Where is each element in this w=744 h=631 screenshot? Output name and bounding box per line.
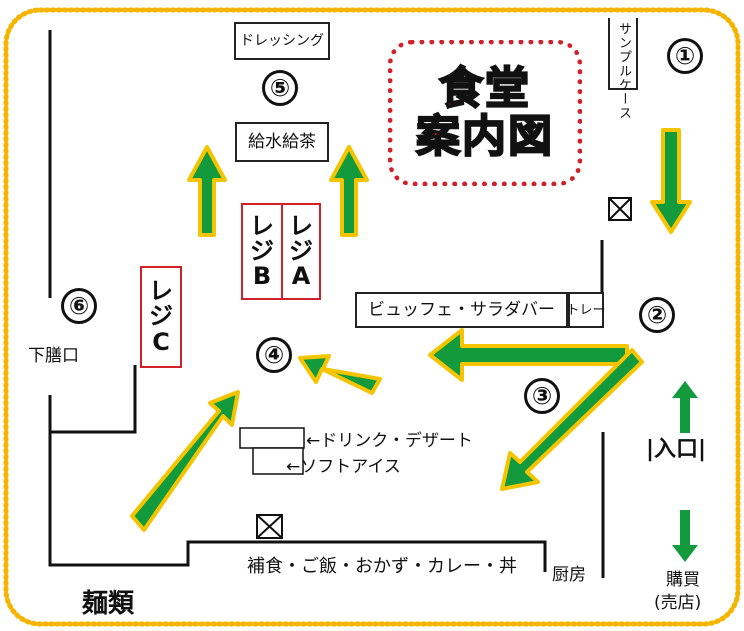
dressing-station: ドレッシング [234, 22, 330, 60]
water-tea-station: 給水給茶 [235, 122, 329, 162]
arrow-sample-down [650, 128, 692, 234]
map-title: 食堂 案内図 [388, 40, 582, 186]
sample-case-label: サンプルケース [616, 22, 631, 120]
arrow-to-buffet [428, 328, 629, 382]
sample-case [608, 18, 638, 90]
walls [48, 30, 605, 578]
step-3-marker: ③ [524, 378, 560, 414]
drink-dessert-label: ←ドリンク・デザート [306, 431, 473, 451]
entrance-label: |入口| [646, 437, 707, 462]
step-5-marker: ⑤ [262, 70, 298, 106]
noodles-label: 麺類 [82, 589, 135, 619]
flow-arrows [130, 128, 692, 532]
arrow-to-4 [298, 354, 382, 395]
drink-counter [239, 427, 305, 475]
step-4-marker: ④ [256, 337, 292, 373]
step-1-marker: ① [667, 38, 703, 74]
title-line-2: 案内図 [415, 111, 554, 162]
tray-return-label: 下膳口 [28, 346, 79, 366]
step-2-marker: ② [639, 297, 675, 333]
tray-station: トレー [567, 292, 606, 328]
x-box-side [256, 514, 283, 539]
kitchen-label: 厨房 [552, 565, 586, 585]
map-border [3, 7, 741, 627]
purchase-sub-label: (売店) [654, 593, 702, 613]
side-dishes-label: 補食・ご飯・おかず・カレー・丼 [247, 556, 517, 577]
purchase-label: 購買 [666, 570, 700, 590]
arrow-up-left [187, 145, 227, 237]
register-b: レジB [241, 203, 283, 300]
title-line-1: 食堂 [438, 62, 531, 114]
x-box-sample [608, 197, 632, 221]
soft-ice-label: ←ソフトアイス [286, 457, 401, 477]
arrow-up-right [329, 145, 369, 237]
arrow-to-drink [500, 348, 644, 491]
step-6-marker: ⑥ [61, 288, 97, 324]
register-c: レジC [140, 266, 182, 368]
arrow-to-register [130, 390, 240, 532]
arrow-entrance-up [672, 381, 698, 433]
arrow-purchase-down [672, 510, 698, 562]
register-a: レジA [281, 203, 321, 300]
buffet-counter: ビュッフェ・サラダバー [355, 292, 568, 328]
